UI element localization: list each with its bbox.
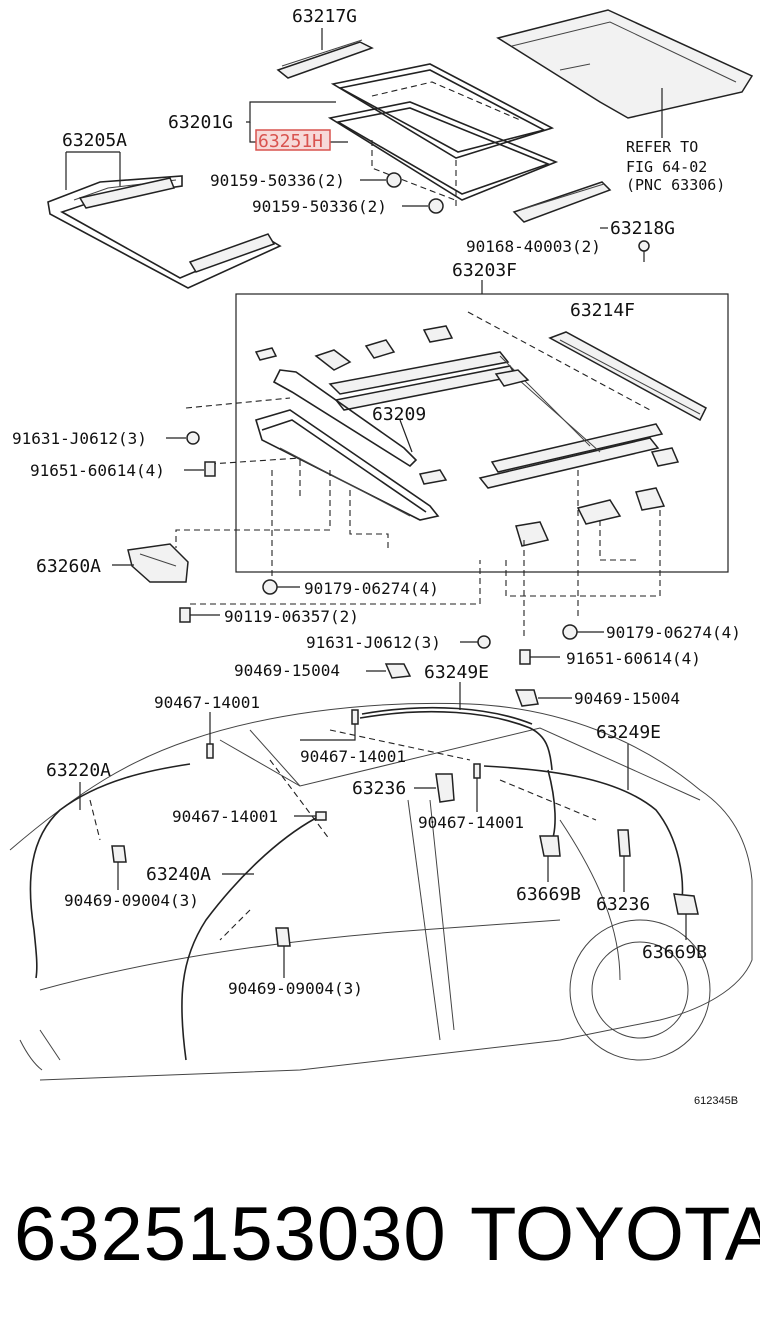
label-90467-a: 90467-14001 (154, 693, 260, 712)
clip-90469-b (514, 689, 572, 707)
label-90168: 90168-40003(2) (466, 237, 601, 256)
fastener-91631-b (460, 635, 491, 649)
label-63220A: 63220A (46, 760, 111, 781)
clip-90467-d (473, 763, 481, 812)
label-63249E-a: 63249E (424, 662, 489, 683)
hose-63249E-front (359, 706, 553, 771)
label-63218G: 63218G (610, 218, 675, 239)
glass-frame-drawing (330, 63, 555, 159)
sunshade-panel-drawing (496, 9, 754, 138)
clip-90467-b (300, 709, 359, 741)
seal-drawing (327, 101, 559, 210)
label-63214F: 63214F (570, 300, 635, 321)
parts-diagram: 63217G 63201G 63251H 63205A REFER TO FIG… (9, 6, 754, 1107)
clip-90469-d (275, 927, 291, 978)
label-63209: 63209 (372, 404, 426, 425)
fastener-91631-a (166, 431, 200, 445)
label-63236-b: 63236 (596, 894, 650, 915)
label-63236-a: 63236 (352, 778, 406, 799)
hose-63220A (29, 763, 191, 979)
label-63217G: 63217G (292, 6, 357, 27)
label-90467-d: 90467-14001 (418, 813, 524, 832)
label-63669B-a: 63669B (516, 884, 581, 905)
label-90469-b: 90469-15004 (574, 689, 680, 708)
label-90119: 90119-06357(2) (224, 607, 359, 626)
highlight-box (255, 129, 331, 151)
joint-63236-b (617, 829, 631, 892)
car-body-outline (9, 702, 753, 1081)
elbow-63669B-b (673, 893, 699, 940)
elbow-63669B-a (539, 835, 561, 882)
label-91651-a: 91651-60614(4) (30, 461, 165, 480)
footer: 6325153030 TOYOTA (0, 1190, 760, 1280)
hose-63240A (181, 817, 317, 1061)
housing-box (235, 280, 729, 573)
clip-90469-c (111, 845, 127, 890)
brand-name: TOYOTA (470, 1192, 760, 1277)
label-63249E-b: 63249E (596, 722, 661, 743)
part-63218G-drawing (512, 181, 612, 229)
label-63205A: 63205A (62, 130, 127, 151)
clip-90467-c (294, 811, 327, 821)
fastener-91651-b (519, 649, 560, 665)
label-63251-highlight: 63251H (258, 131, 323, 152)
label-90469-c: 90469-09004(3) (64, 891, 199, 910)
label-refer-to: REFER TO (626, 138, 698, 156)
label-63203F: 63203F (452, 260, 517, 281)
label-63201G: 63201G (168, 112, 233, 133)
label-90469-d: 90469-09004(3) (228, 979, 363, 998)
motor-63260A (112, 543, 189, 583)
label-refer-fig: FIG 64-02 (626, 158, 707, 176)
label-63669B-b: 63669B (642, 942, 707, 963)
part-number: 6325153030 (14, 1192, 447, 1277)
joint-63236-a (414, 773, 455, 803)
leader-63201G (246, 101, 348, 143)
label-91631-a: 91631-J0612(3) (12, 429, 147, 448)
label-90159-a: 90159-50336(2) (210, 171, 345, 190)
label-90469-a: 90469-15004 (234, 661, 340, 680)
fastener-90179-b (562, 624, 604, 640)
parts-diagram-svg: 63217G 63201G 63251H 63205A REFER TO FIG… (9, 6, 754, 1107)
label-90179-b: 90179-06274(4) (606, 623, 741, 642)
screw-90168 (638, 240, 650, 262)
fastener-90179-a (262, 579, 300, 595)
housing-drawing (175, 311, 707, 640)
label-63240A: 63240A (146, 864, 211, 885)
figure-code: 612345B (694, 1095, 738, 1107)
part-63217G-drawing (276, 28, 374, 79)
clip-90467-a (206, 712, 214, 759)
label-refer-pnc: (PNC 63306) (626, 176, 725, 194)
label-91651-b: 91651-60614(4) (566, 649, 701, 668)
fastener-90119 (179, 607, 220, 623)
label-90467-c: 90467-14001 (172, 807, 278, 826)
screw-90159-b (402, 198, 444, 214)
leaders-bottom (79, 682, 629, 875)
label-63260A: 63260A (36, 556, 101, 577)
clip-90469-a (366, 663, 412, 679)
screw-90159-a (360, 172, 402, 188)
label-91631-b: 91631-J0612(3) (306, 633, 441, 652)
label-90159-b: 90159-50336(2) (252, 197, 387, 216)
drain-frame-drawing (47, 151, 282, 289)
label-90179-a: 90179-06274(4) (304, 579, 439, 598)
fastener-91651-a (184, 461, 216, 477)
label-90467-b: 90467-14001 (300, 747, 406, 766)
